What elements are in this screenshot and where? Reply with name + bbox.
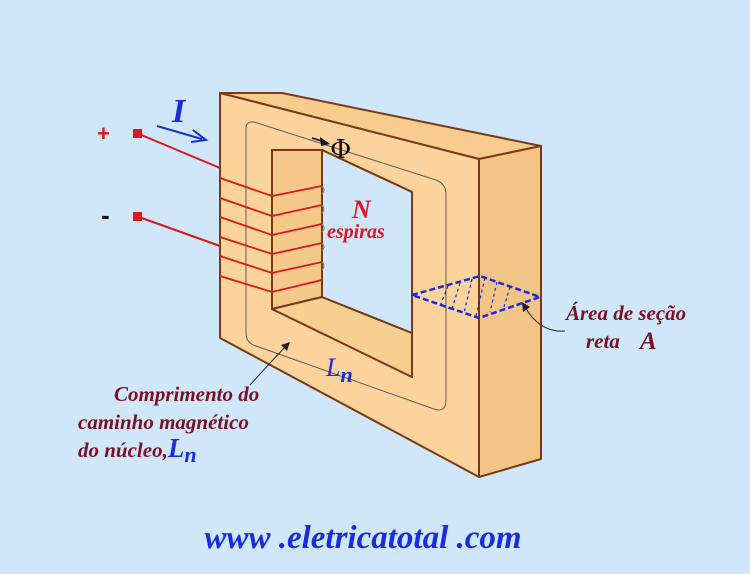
path-desc-line2: caminho magnético [78, 410, 249, 434]
core-window-opening [321, 149, 413, 334]
terminal-plus-dot [133, 129, 142, 138]
coil-back-loops [321, 185, 325, 271]
area-label-line1: Área de seção [564, 301, 686, 325]
core-side-face [478, 145, 542, 478]
current-arrowhead [190, 129, 209, 143]
path-length-label: Ln [325, 353, 353, 387]
path-desc-line1: Comprimento do [114, 382, 259, 406]
cross-section-area [407, 274, 544, 320]
flux-arrowhead [320, 137, 330, 146]
flux-symbol: Φ [330, 135, 351, 165]
terminal-plus-label: + [97, 121, 110, 146]
path-length-symbol: L [325, 353, 340, 382]
current-arrow [156, 125, 203, 140]
path-desc-subscript: n [184, 442, 196, 467]
area-pointer-head [522, 302, 530, 312]
lead-wire-bottom [138, 216, 221, 247]
path-pointer [249, 345, 287, 386]
coil-windings [219, 177, 323, 293]
area-symbol: A [638, 328, 657, 355]
terminal-minus-dot [133, 212, 142, 221]
path-desc-symbol: L [167, 433, 185, 463]
area-pointer [524, 306, 566, 332]
turns-symbol: N [351, 195, 372, 224]
magnetic-path-line [245, 121, 447, 411]
area-label-line2: reta [586, 329, 620, 353]
terminal-minus-label: - [101, 200, 110, 230]
path-pointer-head [281, 342, 290, 351]
turns-label: espiras [327, 221, 385, 243]
path-desc-text: do núcleo, [78, 438, 168, 462]
website-link[interactable]: www .eletricatotal .com [204, 520, 521, 556]
lead-wire-top [138, 133, 221, 169]
current-label: I [171, 93, 187, 130]
path-length-subscript: n [340, 362, 352, 387]
path-desc-line3: do núcleo,Ln [78, 433, 197, 467]
